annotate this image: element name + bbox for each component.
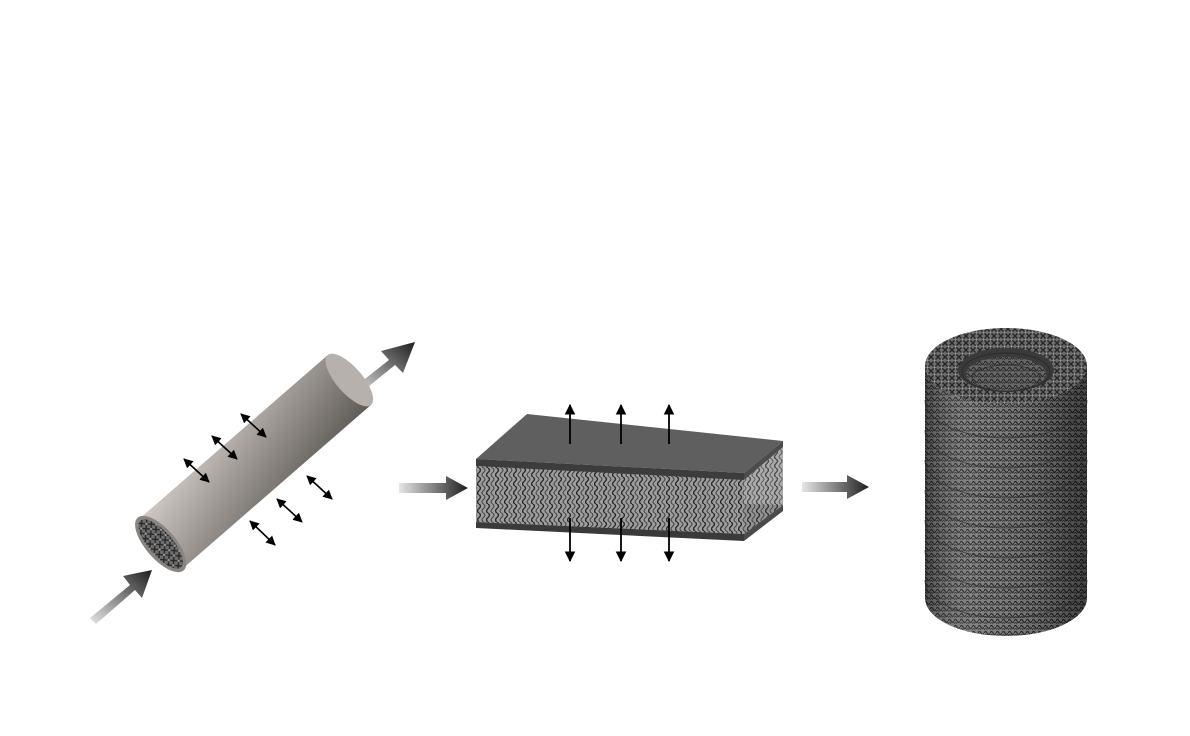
wire-mesh-cylinder-icon (924, 328, 1088, 636)
arrow-right-icon (399, 476, 468, 500)
sandwich-panel-icon (476, 403, 783, 563)
lattice-core (476, 466, 744, 534)
tube-icon (90, 342, 415, 624)
top-plate (476, 414, 783, 473)
vertical-flow-arrows (564, 403, 675, 563)
outlet-flow-arrow (352, 342, 415, 395)
radial-flow-arrows (183, 413, 333, 546)
inlet-flow-arrow (90, 570, 152, 624)
arrow-right-icon (802, 475, 869, 499)
tube-mesh-end (138, 519, 183, 569)
